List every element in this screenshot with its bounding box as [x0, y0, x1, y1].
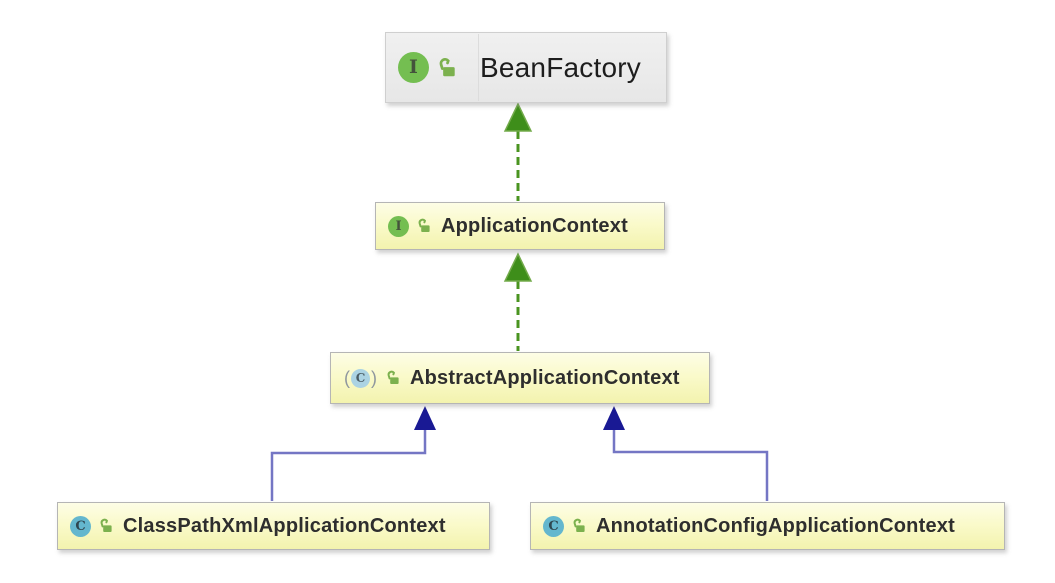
class-icon: C [70, 515, 91, 537]
unlocked-icon [436, 57, 458, 79]
class-name-label: ApplicationContext [441, 214, 628, 237]
edge-extends-annotationconfigapplicationcontext-abstractapplicationcontext [603, 406, 769, 501]
unlocked-icon [571, 518, 587, 534]
edge-implements-abstractapplicationcontext-applicationcontext [503, 252, 533, 351]
unlocked-icon [98, 518, 114, 534]
class-name-label: ClassPathXmlApplicationContext [123, 514, 446, 537]
class-node-classpathxmlapplicationcontext[interactable]: C ClassPathXmlApplicationContext [57, 502, 490, 550]
class-icon: C [543, 515, 564, 537]
class-node-beanfactory[interactable]: I BeanFactory [385, 32, 667, 103]
class-node-abstractapplicationcontext[interactable]: ( C ) AbstractApplicationContext [330, 352, 710, 404]
class-name-label: AnnotationConfigApplicationContext [596, 514, 955, 537]
edge-implements-applicationcontext-beanfactory [503, 102, 533, 201]
divider [478, 34, 479, 101]
class-name-label: AbstractApplicationContext [410, 366, 680, 389]
interface-icon: I [388, 215, 409, 237]
class-node-applicationcontext[interactable]: I ApplicationContext [375, 202, 665, 250]
abstract-class-icon: ( C ) [344, 368, 377, 388]
edge-extends-classpathxmlapplicationcontext-abstractapplicationcontext [270, 406, 436, 501]
unlocked-icon [416, 218, 432, 234]
class-node-annotationconfigapplicationcontext[interactable]: C AnnotationConfigApplicationContext [530, 502, 1005, 550]
unlocked-icon [385, 370, 401, 386]
class-name-label: BeanFactory [480, 51, 641, 83]
interface-icon: I [398, 52, 429, 83]
